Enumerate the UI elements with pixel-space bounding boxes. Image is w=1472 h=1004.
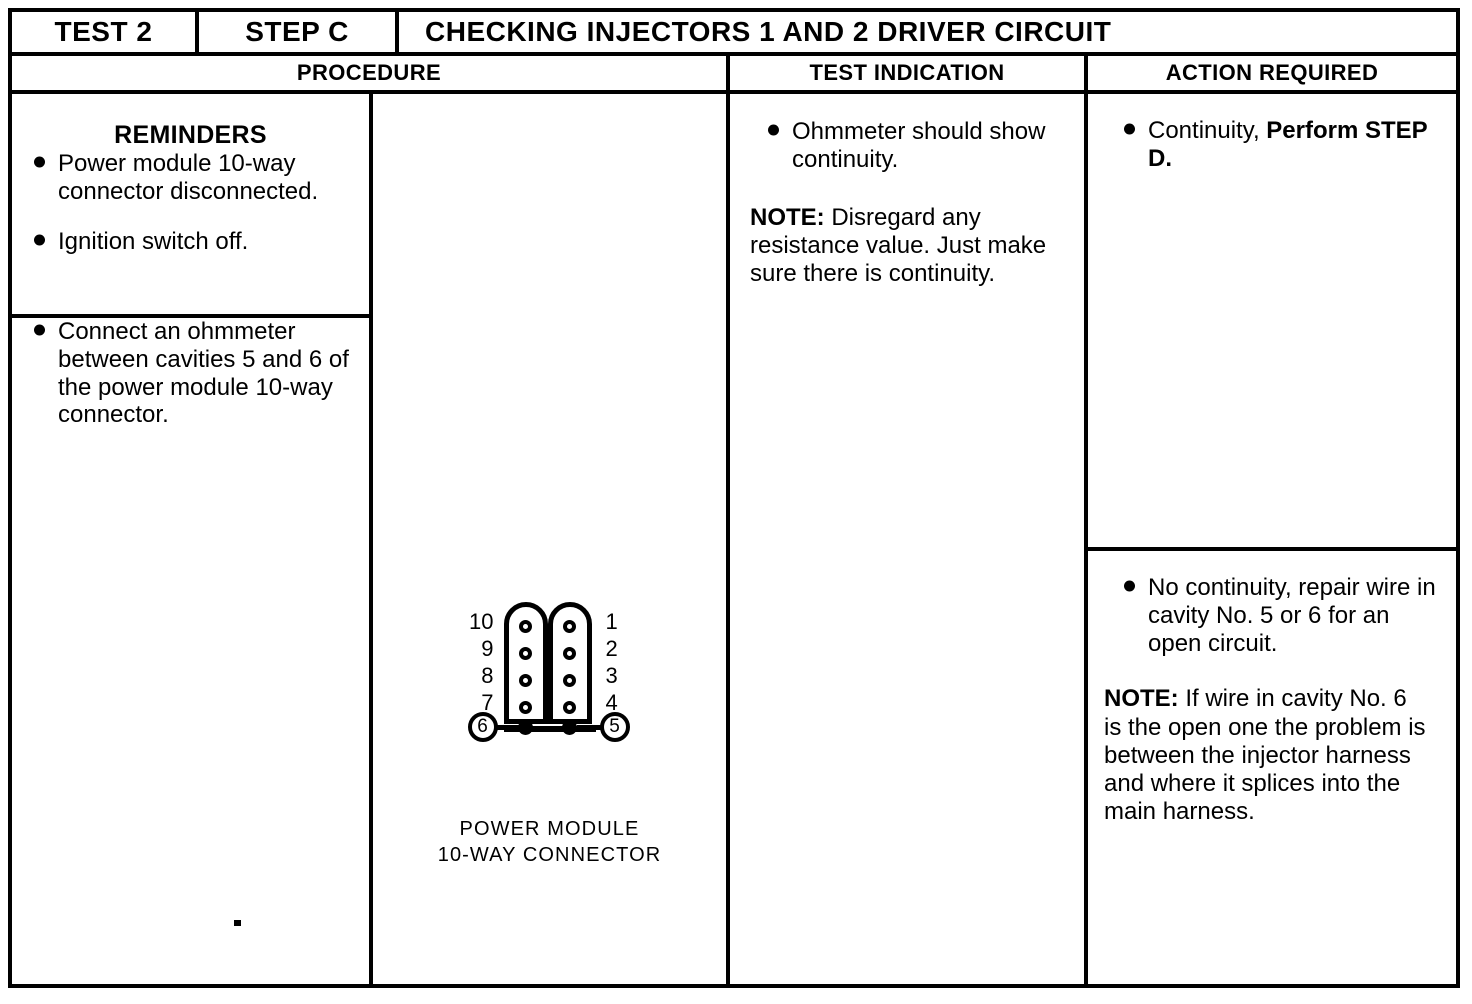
action-required-column: Continuity, Perform STEP D. No continuit… (1088, 94, 1456, 984)
pin-number-label: 7 (481, 690, 494, 715)
reminder-text: Power module 10-way connector disconnect… (58, 150, 319, 205)
reminders-heading: REMINDERS (114, 121, 267, 149)
lead-wire-6 (495, 725, 522, 730)
action-text-bold: Perform STEP D. (1148, 117, 1428, 172)
action-required-no-continuity-cell: No continuity, repair wire in cavity No.… (1088, 551, 1456, 984)
list-item: Power module 10-way connector disconnect… (12, 150, 369, 206)
scan-artifact-speck (234, 920, 241, 926)
cavity-callout-5: 5 (599, 712, 630, 742)
test-indication-text: Ohmmeter should show continuity. (792, 118, 1046, 173)
action-top-list: Continuity, Perform STEP D. (1102, 117, 1444, 173)
bullet-icon (34, 234, 45, 246)
pin-number-label: 10 (469, 609, 494, 634)
test-indication-list: Ohmmeter should show continuity. (746, 118, 1066, 174)
list-item: Connect an ohmmeter between cavities 5 a… (12, 318, 369, 429)
action-required-top-content: Continuity, Perform STEP D. (1088, 94, 1456, 173)
caption-line-1: POWER MODULE (459, 818, 640, 840)
pin-hole-10 (518, 620, 532, 633)
pin-solid-5 (561, 720, 577, 735)
connector-right-pin-numbers: 1 2 3 4 (606, 608, 640, 716)
pin-number-label: 8 (481, 663, 494, 688)
lead-wire-5 (576, 725, 605, 730)
procedure-text-panel: REMINDERS Power module 10-way connector … (12, 94, 373, 984)
note-body: Disregard any resistance value. Just mak… (750, 203, 1047, 287)
list-item: Continuity, Perform STEP D. (1102, 117, 1444, 173)
pin-solid-6 (517, 720, 533, 735)
column-header-test-indication: TEST INDICATION (730, 56, 1088, 90)
test-number-cell: TEST 2 (12, 12, 199, 52)
diagram-caption: POWER MODULE 10-WAY CONNECTOR (438, 816, 662, 869)
action-text-prefix: Continuity, (1148, 117, 1267, 144)
test-indication-column: Ohmmeter should show continuity. NOTE: D… (730, 94, 1088, 984)
test-indication-note: NOTE: Disregard any resistance value. Ju… (746, 204, 1066, 288)
action-required-bottom-content: No continuity, repair wire in cavity No.… (1088, 551, 1456, 826)
list-item: Ignition switch off. (12, 228, 369, 256)
connector-left-pin-numbers: 10 9 8 7 (460, 608, 494, 716)
bullet-icon (34, 156, 45, 168)
connector-base-bar (503, 726, 596, 732)
action-required-note: NOTE: If wire in cavity No. 6 is the ope… (1102, 685, 1444, 825)
column-header-action-required: ACTION REQUIRED (1165, 60, 1379, 85)
bullet-icon (768, 124, 779, 136)
action-bottom-list: No continuity, repair wire in cavity No.… (1102, 574, 1444, 657)
table-header-row-primary: TEST 2 STEP C CHECKING INJECTORS 1 AND 2… (12, 12, 1456, 56)
pin-hole-2 (562, 647, 576, 660)
pin-hole-4 (562, 701, 576, 714)
connector-shell (503, 602, 596, 735)
pin-hole-9 (518, 647, 532, 660)
pin-number-label: 1 (605, 609, 618, 634)
procedure-column: REMINDERS Power module 10-way connector … (12, 94, 730, 984)
note-body: If wire in cavity No. 6 is the open one … (1104, 685, 1426, 825)
table-header-row-columns: PROCEDURE TEST INDICATION ACTION REQUIRE… (12, 56, 1456, 94)
bullet-icon (34, 324, 45, 336)
bullet-icon (1124, 123, 1135, 135)
note-label: NOTE: (1104, 685, 1179, 713)
diagnostic-table: TEST 2 STEP C CHECKING INJECTORS 1 AND 2… (8, 8, 1460, 988)
procedure-title-cell: CHECKING INJECTORS 1 AND 2 DRIVER CIRCUI… (425, 16, 1112, 47)
test-indication-content: Ohmmeter should show continuity. NOTE: D… (730, 94, 1084, 288)
power-module-connector-diagram: 10 9 8 7 1 2 3 4 (373, 594, 726, 869)
caption-line-2: 10-WAY CONNECTOR (437, 844, 662, 867)
list-item: Ohmmeter should show continuity. (746, 118, 1066, 174)
procedure-steps-list: Connect an ohmmeter between cavities 5 a… (12, 318, 369, 429)
procedure-steps-section: Connect an ohmmeter between cavities 5 a… (12, 318, 369, 984)
note-label: NOTE: (750, 203, 825, 231)
procedure-step-text: Connect an ohmmeter between cavities 5 a… (58, 318, 349, 429)
step-letter-cell: STEP C (199, 12, 399, 52)
pin-number-label: 3 (605, 663, 618, 688)
pin-hole-7 (518, 701, 532, 714)
action-required-continuity-cell: Continuity, Perform STEP D. (1088, 94, 1456, 551)
pin-hole-1 (562, 620, 576, 633)
reminders-section: REMINDERS Power module 10-way connector … (12, 94, 369, 318)
reminder-text: Ignition switch off. (58, 227, 249, 255)
list-item: No continuity, repair wire in cavity No.… (1102, 574, 1444, 657)
pin-hole-8 (518, 674, 532, 687)
pin-number-label: 4 (605, 690, 618, 715)
connector-diagram-panel: 10 9 8 7 1 2 3 4 (373, 94, 726, 984)
pin-number-label: 9 (481, 636, 494, 661)
cavity-callout-6: 6 (467, 712, 498, 742)
pin-hole-3 (562, 674, 576, 687)
pin-number-label: 2 (605, 636, 618, 661)
connector-graphic: 10 9 8 7 1 2 3 4 (460, 594, 640, 744)
reminders-list: Power module 10-way connector disconnect… (12, 150, 369, 255)
table-body: REMINDERS Power module 10-way connector … (12, 94, 1456, 984)
action-bottom-text: No continuity, repair wire in cavity No.… (1148, 574, 1436, 657)
column-header-procedure: PROCEDURE (12, 56, 730, 90)
bullet-icon (1124, 580, 1135, 592)
